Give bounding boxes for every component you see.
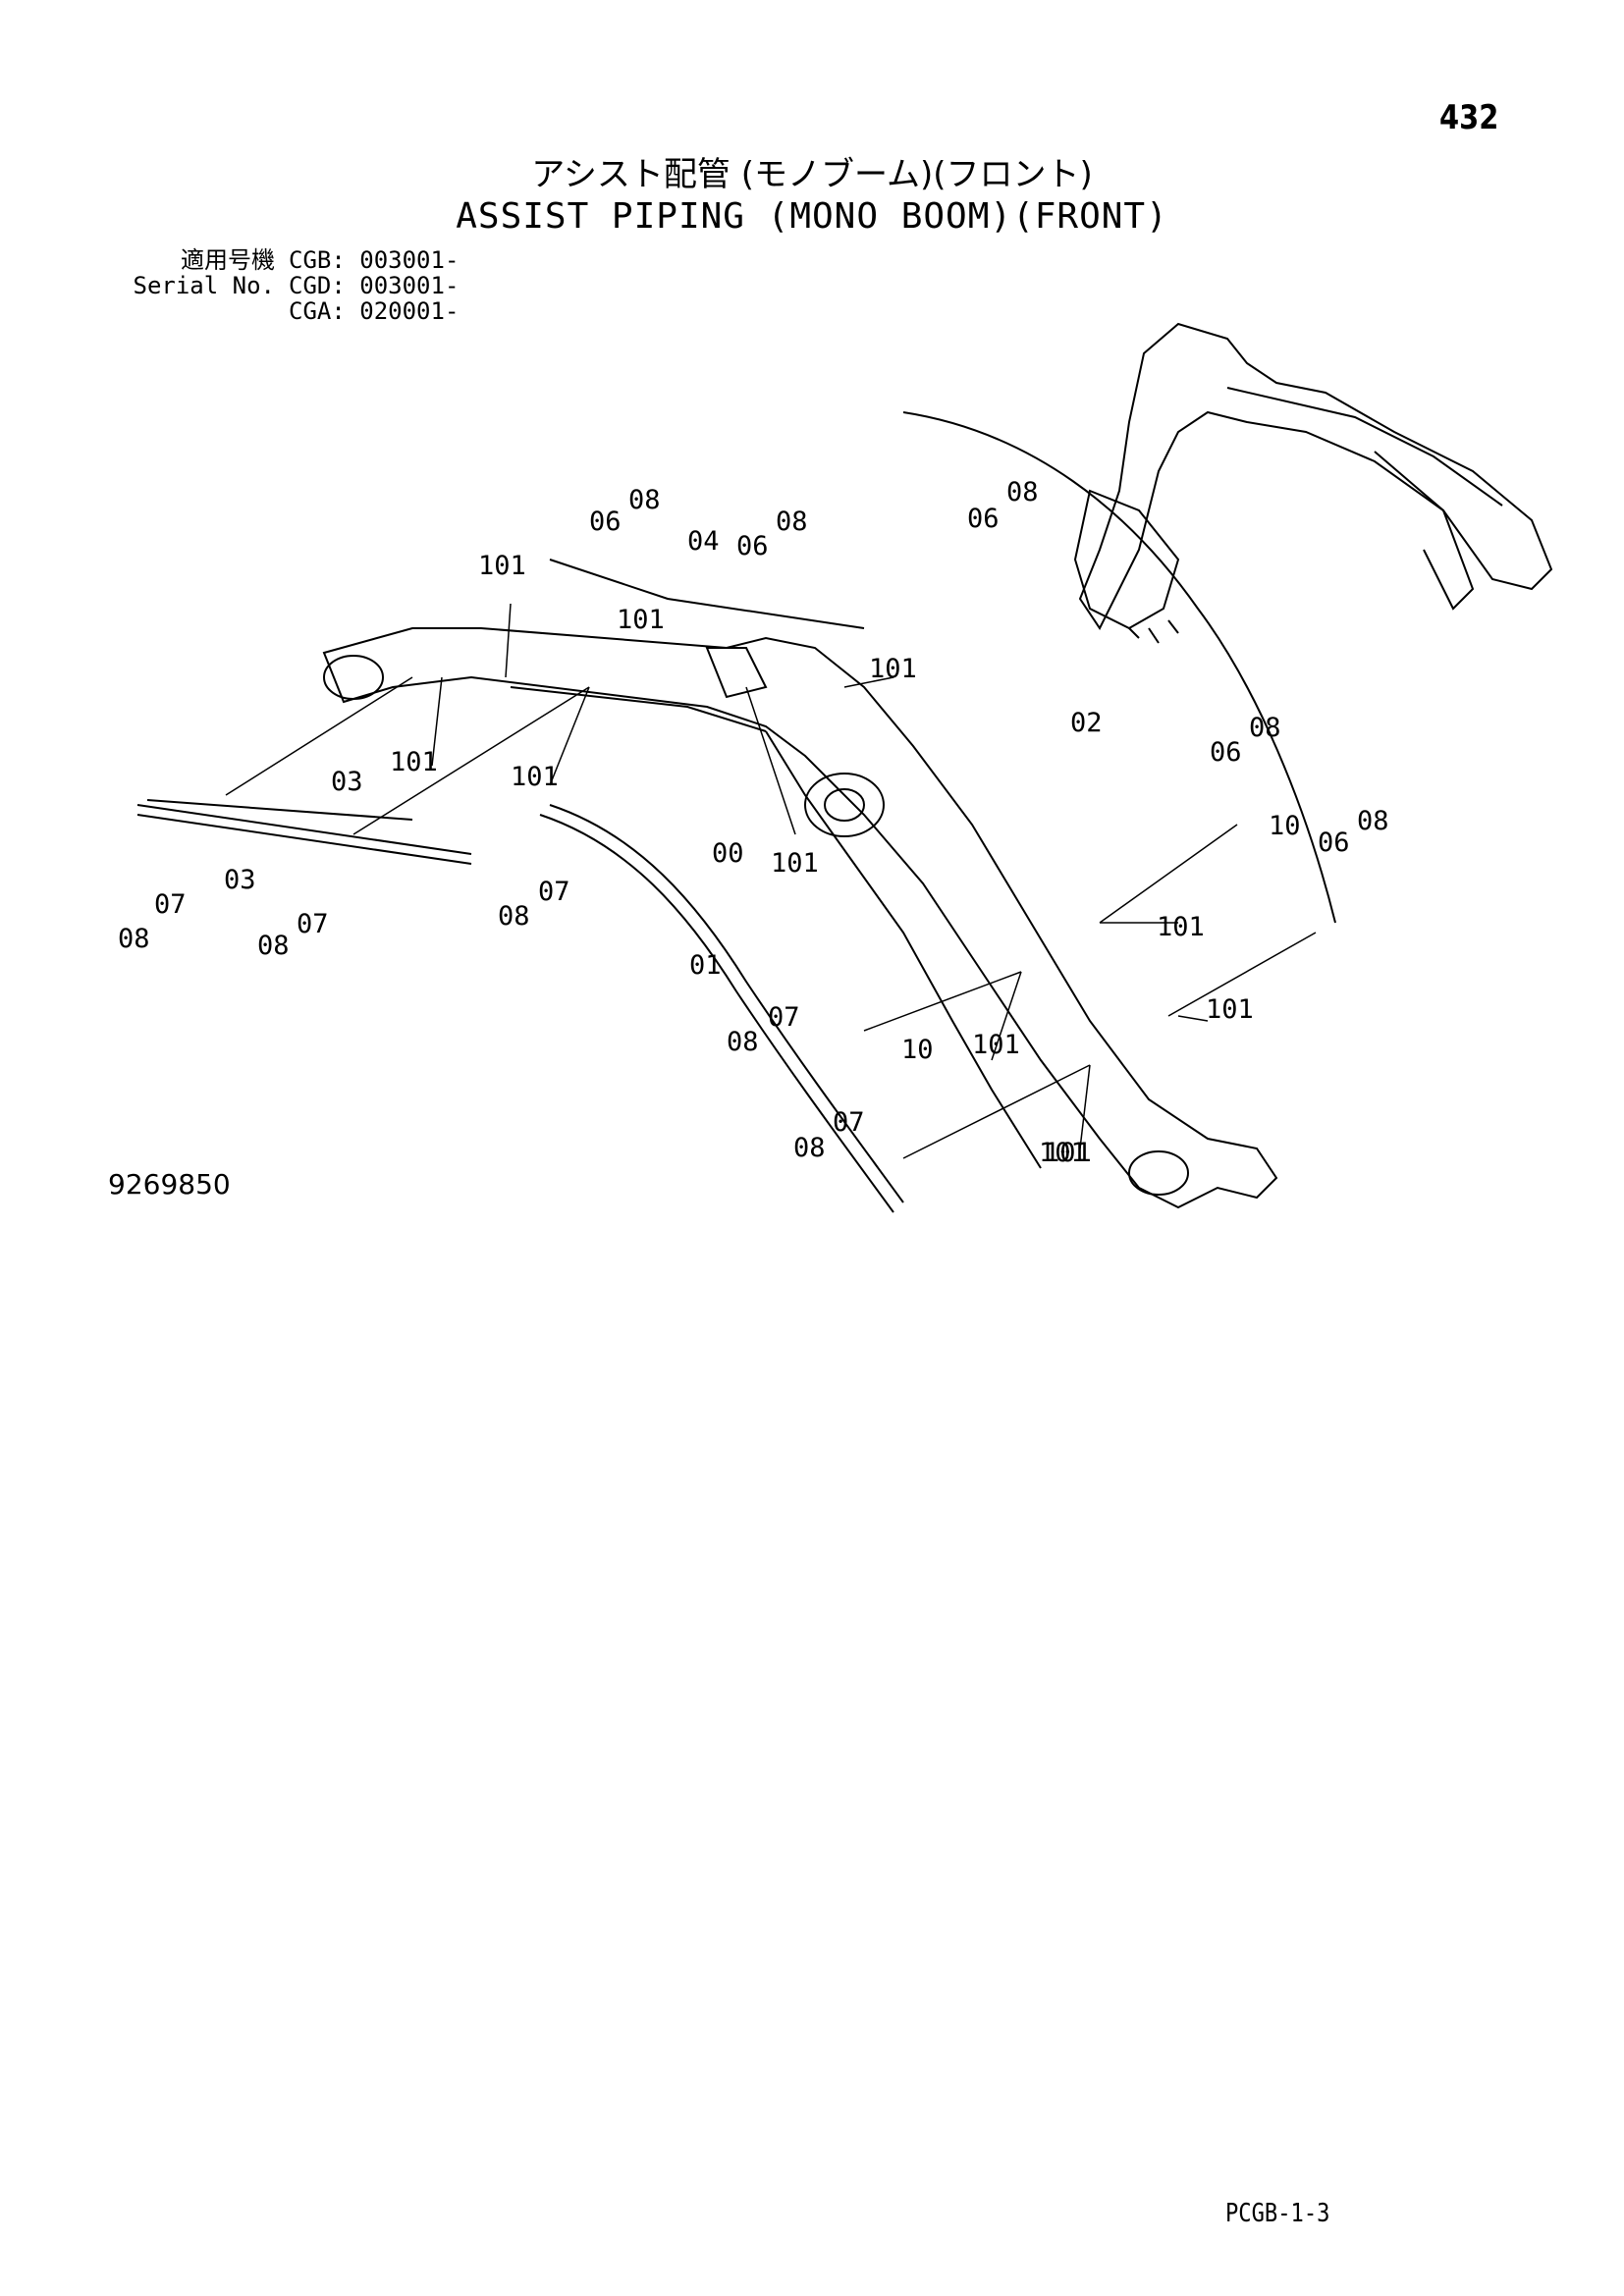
pipe-04	[549, 559, 865, 629]
serial-row: CGA: 020001-	[108, 298, 459, 324]
callout-label: 06	[967, 504, 1000, 534]
serial-value: 003001-	[359, 246, 460, 274]
callout-label: 101	[1157, 912, 1205, 942]
callout-label: 08	[118, 924, 150, 954]
serial-value: 020001-	[359, 297, 460, 325]
callout-label: 06	[1210, 737, 1242, 768]
serial-model: CGB:	[289, 246, 346, 274]
callout-label: 00	[712, 838, 744, 869]
callout-label: 07	[538, 877, 570, 907]
callout-label: 10	[901, 1035, 934, 1065]
callout-label: 04	[687, 526, 720, 557]
callout-label: 08	[257, 931, 290, 961]
serial-model: CGD:	[289, 272, 346, 299]
callout-label: 01	[689, 950, 722, 981]
callout-label: 101	[972, 1030, 1020, 1060]
pipe-03	[136, 799, 472, 865]
callout-label: 06	[1318, 828, 1350, 858]
callout-label: 101	[869, 654, 917, 684]
callout-label: 08	[793, 1133, 826, 1163]
front-assembly-thumbnail	[1073, 322, 1553, 644]
callout-label: 08	[1357, 806, 1389, 836]
page-title-english: ASSIST PIPING (MONO BOOM)(FRONT)	[456, 196, 1168, 237]
callout-label: 06	[589, 507, 622, 537]
callout-label: 02	[1070, 708, 1103, 738]
page-code: PCGB-1-3	[1225, 2199, 1330, 2228]
callout-label: 07	[297, 909, 329, 939]
callout-label: 101	[617, 605, 665, 635]
callout-label: 06	[736, 531, 769, 561]
callout-label: 08	[1006, 477, 1039, 507]
callout-label: 101	[771, 848, 819, 879]
hose-02	[902, 411, 1336, 924]
callout-label: 07	[768, 1002, 800, 1033]
callout-label: 08	[776, 507, 808, 537]
leader-lines	[225, 603, 1317, 1159]
serial-row: Serial No. CGD: 003001-	[108, 272, 460, 299]
serial-row: 適用号機 CGB: 003001-	[108, 247, 459, 273]
hose-01	[539, 804, 904, 1213]
serial-number-block: 適用号機 CGB: 003001- Serial No. CGD: 003001…	[108, 247, 460, 324]
callout-label: 07	[154, 889, 187, 920]
callout-label: 101	[478, 551, 526, 581]
callout-label: 08	[1249, 713, 1281, 743]
serial-model: CGA:	[289, 297, 346, 325]
callout-label: 10	[1269, 811, 1301, 841]
callout-label: 101	[1039, 1138, 1087, 1168]
callout-label: 101	[511, 762, 559, 792]
page-title-japanese: アシスト配管 (モノブーム)(フロント)	[531, 155, 1093, 194]
callout-label: 08	[498, 901, 530, 932]
callout-label: 07	[833, 1107, 865, 1138]
callout-label: 101	[1044, 1138, 1092, 1168]
serial-label: Serial No.	[133, 272, 276, 299]
callout-label: 08	[628, 485, 661, 515]
drawing-number: 9269850	[108, 1168, 231, 1201]
callout-label: 101	[390, 747, 438, 777]
callout-label: 03	[331, 767, 363, 797]
boom-body	[322, 627, 1278, 1209]
callout-label: 101	[1206, 994, 1254, 1025]
callout-label: 03	[224, 865, 256, 895]
serial-label: 適用号機	[181, 246, 275, 274]
serial-value: 003001-	[359, 272, 460, 299]
callout-label: 08	[727, 1027, 759, 1057]
callouts: 08 06 04 06 08 06 08 101 101 101 02 101 …	[118, 477, 1389, 1168]
page-number: 432	[1439, 98, 1499, 137]
